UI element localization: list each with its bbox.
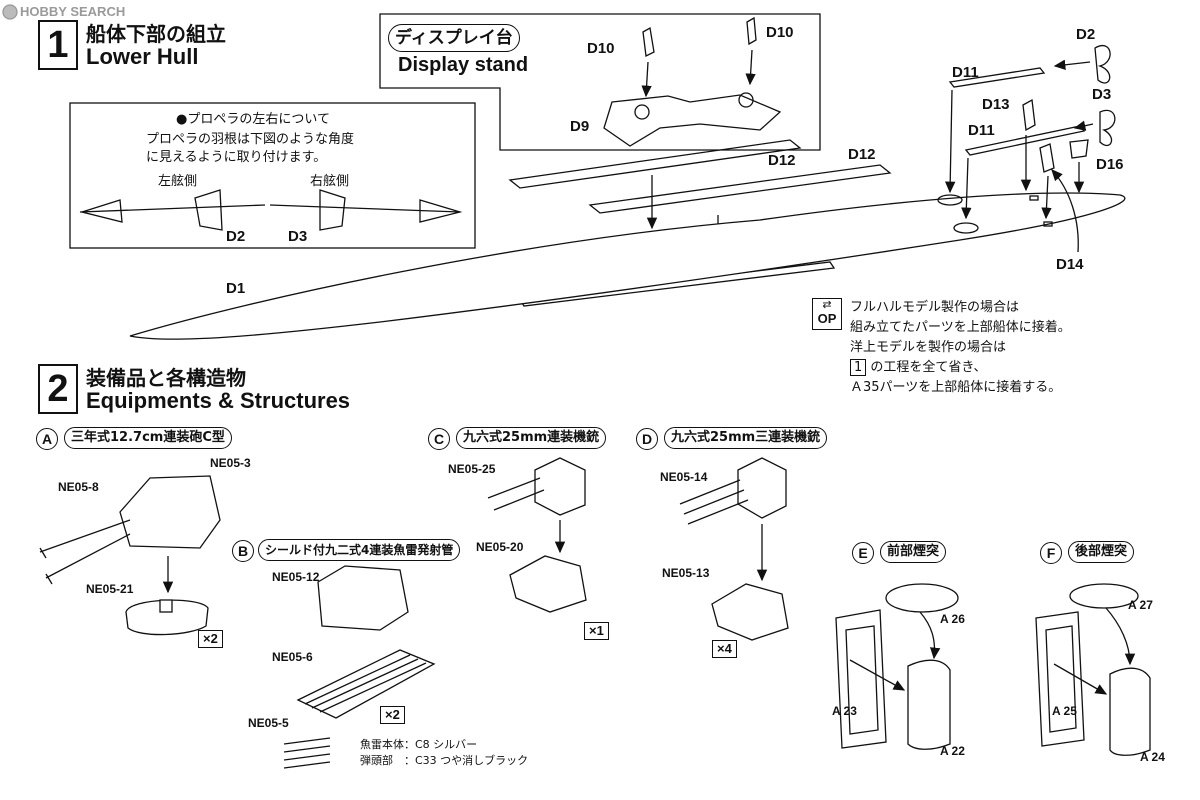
sub-f-part-a24: A 24 (1140, 750, 1165, 764)
part-label-d10-left: D10 (587, 40, 615, 57)
propeller-note-port: 左舷側 (158, 174, 198, 189)
part-label-d16: D16 (1096, 156, 1124, 173)
display-stand-base (603, 94, 782, 147)
sub-d-letter: D (636, 428, 658, 450)
option-note-line1: フルハルモデル製作の場合は (850, 300, 1020, 315)
option-note-line2: 組み立てたパーツを上部船体に接着。 (850, 320, 1071, 335)
sub-b-title: シールド付九二式4連装魚雷発射管 (258, 539, 461, 561)
sub-e-part-a23: A 23 (832, 704, 857, 718)
d10-peg-right (746, 16, 757, 46)
propeller-note-frame (69, 102, 476, 249)
sub-b-part-ne05-12: NE05-12 (272, 570, 320, 584)
step-1-title-jp: 船体下部の組立 (86, 22, 226, 46)
part-label-d3: D3 (1092, 86, 1112, 103)
option-note-line5: Ａ35パーツを上部船体に接着する。 (850, 380, 1062, 395)
twin-mg-c-icon (534, 457, 586, 516)
watermark-logo-icon (2, 4, 18, 20)
sub-a-qty: ×2 (198, 630, 223, 648)
option-note-line4: 1 の工程を全て省き、 (850, 356, 987, 376)
option-badge: ⇄ OP (812, 298, 842, 330)
sub-d-title: 九六式25mm三連装機銃 (664, 427, 828, 449)
sub-b-part-ne05-5: NE05-5 (248, 716, 289, 730)
sub-c-part-ne05-20: NE05-20 (476, 540, 524, 554)
sub-b-qty: ×2 (380, 706, 405, 724)
sub-c-part-ne05-25: NE05-25 (448, 462, 496, 476)
turret-a-icon (119, 475, 221, 549)
sub-e-part-a26: A 26 (940, 612, 965, 626)
torpedo-launcher-b-icon (317, 565, 409, 631)
propeller-d3-icon (1099, 109, 1116, 147)
watermark-text: HOBBY SEARCH (20, 4, 126, 19)
option-note-step-ref: 1 (850, 359, 867, 376)
step-2-title-en: Equipments & Structures (86, 388, 351, 413)
part-label-d11-b: D11 (968, 122, 995, 139)
propeller-note-heading: ●プロペラの左右について (176, 112, 330, 127)
d10-peg-left (642, 26, 655, 57)
display-stand-frame (379, 13, 821, 151)
propeller-right-icon (419, 199, 463, 223)
sub-a-part-ne05-3: NE05-3 (210, 456, 251, 470)
part-label-d13: D13 (982, 96, 1010, 113)
propeller-note-part-d2: D2 (226, 228, 246, 245)
display-stand-title-en: Display stand (398, 54, 529, 76)
sub-b-paint-warhead: 弾頭部 ：C33 つや消しブラック (360, 754, 529, 767)
display-stand-title-jp: ディスプレイ台 (388, 24, 520, 52)
part-label-d14: D14 (1056, 256, 1084, 273)
sub-b-letter: B (232, 540, 254, 562)
sub-f-part-a27: A 27 (1128, 598, 1153, 612)
sub-d-part-ne05-13: NE05-13 (662, 566, 710, 580)
option-note-line4-text: の工程を全て省き、 (866, 360, 987, 375)
triple-mg-d-icon (737, 457, 787, 519)
propeller-note-line1: プロペラの羽根は下図のような角度 (146, 132, 355, 147)
sub-e-letter: E (852, 542, 874, 564)
propeller-note-starboard: 右舷側 (310, 174, 350, 189)
sub-e-title: 前部煙突 (880, 541, 947, 563)
sub-e-part-a22: A 22 (940, 744, 965, 758)
sub-b-part-ne05-6: NE05-6 (272, 650, 313, 664)
sub-a-letter: A (36, 428, 58, 450)
part-label-d11-a: D11 (952, 64, 979, 81)
funnel-f-front-icon (1035, 611, 1085, 747)
sub-d-qty: ×4 (712, 640, 737, 658)
step-1-number: 1 (38, 20, 78, 70)
sub-a-title: 三年式12.7cm連装砲C型 (64, 427, 232, 449)
propeller-note-line2: に見えるように取り付けます。 (146, 150, 327, 165)
propeller-d2-icon (1094, 45, 1111, 84)
sub-c-title: 九六式25mm連装機銃 (456, 427, 607, 449)
part-label-d12-b: D12 (848, 146, 876, 163)
step-2-number: 2 (38, 364, 78, 414)
part-label-d9: D9 (570, 118, 590, 135)
sub-c-letter: C (428, 428, 450, 450)
part-label-d2: D2 (1076, 26, 1096, 43)
option-badge-text: OP (817, 311, 837, 326)
step-1-title-en: Lower Hull (86, 44, 199, 69)
sub-f-part-a25: A 25 (1052, 704, 1077, 718)
lower-hull-d1 (129, 192, 1126, 340)
part-label-d1: D1 (226, 280, 246, 297)
option-arrows-icon: ⇄ (822, 298, 832, 311)
propeller-note-part-d3: D3 (288, 228, 308, 245)
sub-c-qty: ×1 (584, 622, 609, 640)
sub-a-part-ne05-21: NE05-21 (86, 582, 134, 596)
sub-a-part-ne05-8: NE05-8 (58, 480, 99, 494)
sub-d-part-ne05-14: NE05-14 (660, 470, 708, 484)
part-label-d10-right: D10 (766, 24, 794, 41)
sub-f-letter: F (1040, 542, 1062, 564)
step-2-title-jp: 装備品と各構造物 (86, 366, 246, 390)
sub-b-paint-torpedo: 魚雷本体：C8 シルバー (360, 738, 478, 751)
sub-f-title: 後部煙突 (1068, 541, 1135, 563)
propeller-left-icon (79, 199, 123, 223)
option-note-line3: 洋上モデルを製作の場合は (850, 340, 1007, 355)
funnel-e-front-icon (835, 609, 887, 749)
part-label-d12-a: D12 (768, 152, 796, 169)
